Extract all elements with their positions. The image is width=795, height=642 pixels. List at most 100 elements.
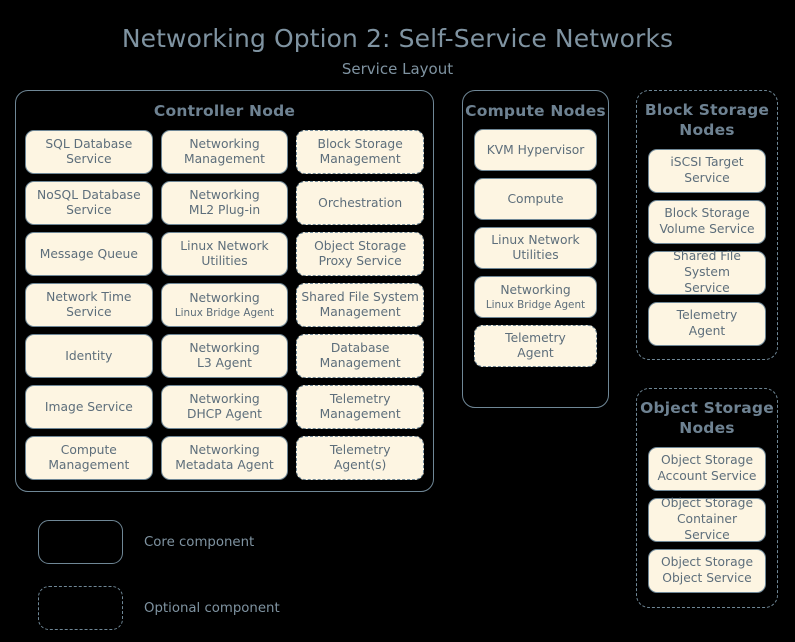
service-card-line1: Object Storage [660,555,754,570]
controller-node-title: Controller Node [153,102,296,120]
block-storage-nodes-title-line1: Block Storage [644,101,770,119]
service-card-line2: Service [66,203,112,218]
service-card-line2: ML2 Plug-in [188,203,261,218]
service-card-line2: Management [319,305,401,320]
service-card-line2: Proxy Service [318,254,402,269]
legend-item: Core component [38,516,280,568]
service-card-line2: Object Service [662,570,752,585]
object-storage-nodes-title-line2: Storage Nodes [679,399,774,438]
service-card[interactable]: Message Queue [25,232,153,277]
service-card-line1: Object Storage [660,496,754,511]
service-card-line1: Networking [189,136,260,151]
service-card-line2: Management [319,152,401,167]
service-card-line1: NoSQL Database [37,187,141,202]
service-card-line2: Service [684,170,730,185]
page-subtitle: Service Layout [341,60,454,78]
service-card-line1: Telemetry [505,330,566,345]
service-card-line1: Orchestration [318,195,403,210]
service-card[interactable]: Image Service [25,385,153,430]
service-card-line1: Linux Network [491,232,580,247]
service-card-line1: SQL Database [45,136,133,151]
service-card-line2: Service [684,280,730,295]
service-card-line1: Block Storage [664,206,750,221]
service-card[interactable]: KVM Hypervisor [474,129,597,172]
service-card-line1: Compute [60,442,117,457]
service-card-line1: Network Time [46,289,132,304]
compute-nodes-title: Compute Nodes [463,101,608,121]
service-card[interactable]: Orchestration [296,181,424,226]
service-card-line2: Agent(s) [333,458,387,473]
legend-label: Core component [144,534,255,550]
service-card-line2: Agent [688,323,726,338]
legend-item: Optional component [38,582,280,634]
service-card-line2: Utilities [512,248,559,263]
service-card-line1: Telemetry [329,391,391,406]
service-card-line2: L3 Agent [197,356,252,371]
block-storage-nodes-title: Block Storage Nodes [637,100,777,141]
service-card-line1: Networking [500,282,571,297]
service-card-line2: Management [319,356,401,371]
service-card-line2: Management [48,458,130,473]
service-card-line2: Service [66,152,112,167]
service-card-line1: Object Storage [314,238,407,253]
service-card-line1: Database [330,340,390,355]
service-card[interactable]: Compute [474,178,597,221]
service-card-line1: Networking [189,187,260,202]
service-card-line2: Utilities [201,254,248,269]
service-card-line2: Management [183,152,265,167]
legend-label: Optional component [144,600,280,616]
service-card-line1: Networking [189,290,260,305]
legend-swatch-dashed [38,586,123,630]
service-card-line1: iSCSI Target [670,155,744,170]
service-card-line1: Message Queue [39,246,138,261]
object-storage-nodes-title-line1: Object [640,399,698,417]
service-card[interactable]: Identity [25,334,153,379]
service-card-line1: Image Service [44,399,133,414]
service-card-line1: Object Storage [660,453,754,468]
service-card-line1: Compute [507,191,564,206]
service-card-line2: Metadata Agent [175,458,274,473]
service-card-line1: Identity [65,348,113,363]
service-card-line1: Networking [189,340,260,355]
service-card-line1: Block Storage [317,136,403,151]
service-card-line2: Container Service [676,512,738,542]
object-storage-nodes-title: Object Storage Nodes [637,398,777,439]
legend-swatch-solid [38,520,123,564]
service-card-line2: Management [319,407,401,422]
